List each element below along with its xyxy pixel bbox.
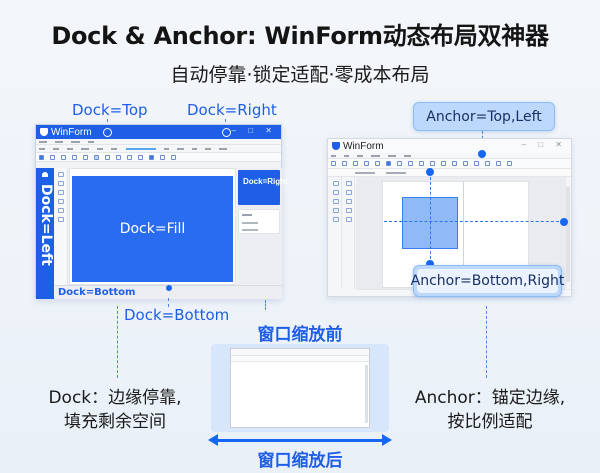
dock-caption-line2: 填充剩余空间 [64,412,166,432]
page-subtitle: 自动停靠·锁定适配·零成本布局 [170,64,430,86]
side-icon [346,217,352,222]
anchor-vertical-guide [430,172,431,264]
side-icon [58,208,64,213]
preview-titlebar [231,349,369,356]
toolbar-text-row [36,145,281,153]
side-icon [346,208,352,213]
dock-top-marker [103,128,112,137]
center-guide-line [265,300,266,310]
dock-right-panel: Dock=Right [237,168,288,285]
arrow-left-icon [208,434,218,446]
dock-fill-container: Dock=Fill [69,168,236,285]
window-controls[interactable]: – □ ✕ [231,126,277,135]
arrow-right-icon [382,434,392,446]
side-icon [346,199,352,204]
dock-top-titlebar: WinForm [36,125,281,139]
dock-fill-panel: Dock=Fill [72,176,233,282]
left-icon-strip [330,177,342,289]
side-icon-strip [55,168,68,285]
side-icon [58,190,64,195]
canvas-divider [463,181,464,288]
dock-caption-line1: Dock：边缘停靠, [48,388,182,408]
anchor-bottom-marker [426,260,434,268]
anchor-titlebar: WinForm [328,139,571,153]
menu-bar [36,139,281,145]
side-icon [333,217,339,222]
page-title: Dock & Anchor: WinForm动态布局双神器 [51,22,549,50]
dock-right-label: Dock=Right [187,101,277,119]
dock-right-card: Dock=Right [238,170,288,205]
dock-top-label: Dock=Top [72,101,148,119]
dock-top-connector [107,119,108,128]
anchor-caption-line1: Anchor：锚定边缘, [414,388,566,408]
menu-bar [328,153,571,159]
anchor-toolbar-marker [478,150,486,158]
anchor-top-marker [426,168,434,176]
side-icon [58,172,64,177]
progress-bar [126,148,157,150]
dock-right-options-card [238,209,280,234]
anchor-top-left-badge: Anchor=Top,Left [413,102,555,131]
window-title: WinForm [51,126,92,138]
side-icon [346,181,352,186]
dock-right-connector [225,119,226,128]
dock-bottom-callout: Dock=Bottom [124,306,230,324]
side-icon [346,190,352,195]
anchor-bottom-right-badge: Anchor=Bottom,Right [411,265,564,297]
before-resize-label: 窗口缩放前 [257,325,343,345]
dock-bottom-inner-label: Dock=Bottom [58,287,136,298]
resize-preview-window [230,348,370,428]
window-title: WinForm [343,140,384,152]
scrollbar[interactable] [566,187,570,282]
dock-left-label: Dock=Left [38,184,54,266]
dock-demo-window: WinForm – □ ✕ Dock=Left Dock=Fill Dock=R… [35,124,288,299]
preview-scrollbar [365,365,368,423]
resize-preview-frame [211,344,389,432]
dock-fill-label: Dock=Fill [119,221,186,237]
side-icon [333,181,339,186]
dock-right-panel-label: Dock=Right [243,177,288,186]
address-bar [328,169,571,177]
home-icon [42,172,48,177]
side-icon [58,181,64,186]
dock-caption: Dock：边缘停靠, 填充剩余空间 [20,386,210,434]
side-icon [58,217,64,222]
after-resize-label: 窗口缩放后 [257,451,343,471]
anchor-right-marker [560,218,568,226]
app-shield-icon [40,128,48,136]
side-icon [58,199,64,204]
anchor-caption-line2: 按比例适配 [447,412,533,432]
dock-bottom-connector [168,298,169,307]
dock-bottom-marker [166,285,172,291]
anchor-horizontal-guide [384,221,564,222]
window-controls[interactable]: – □ ✕ [521,140,567,149]
icon-toolbar [36,153,281,162]
side-icon [333,190,339,195]
anchor-bottom-right-label: Anchor=Bottom,Right [411,269,564,293]
anchor-top-left-label: Anchor=Top,Left [426,108,542,125]
side-icon [333,208,339,213]
preview-menubar [231,356,369,362]
app-shield-icon [332,142,340,150]
anchor-guide-line [486,306,487,378]
resize-arrow-line [214,439,386,442]
side-icon [333,199,339,204]
second-icon-strip [343,177,355,289]
dock-left-panel: Dock=Left [36,168,54,299]
anchor-caption: Anchor：锚定边缘, 按比例适配 [395,386,585,434]
icon-toolbar [328,159,571,169]
dock-right-marker [222,128,231,137]
dock-guide-line [117,306,118,378]
